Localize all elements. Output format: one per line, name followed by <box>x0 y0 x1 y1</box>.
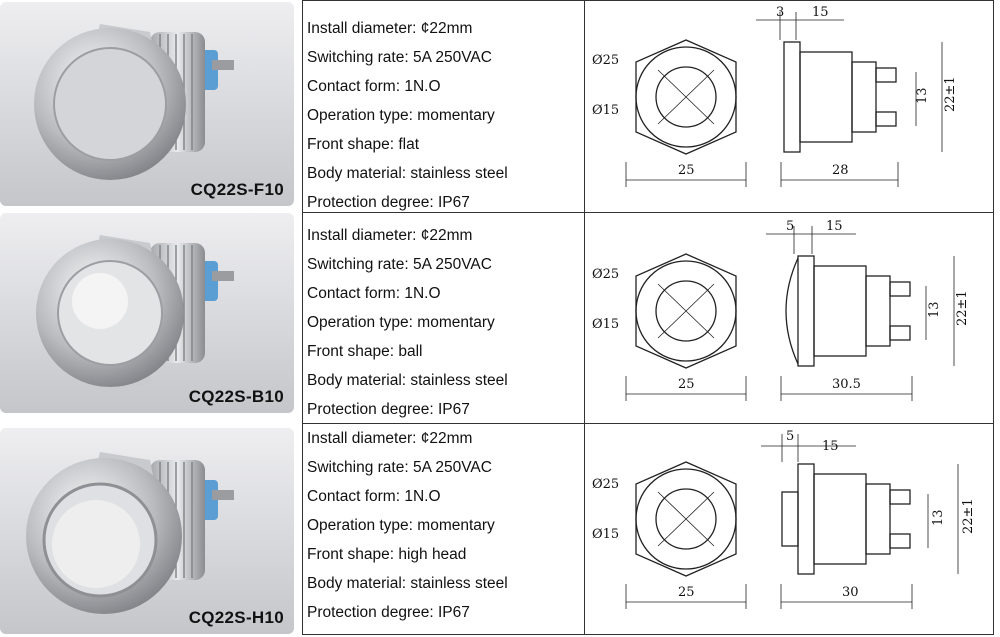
spec-switching-rate: Switching rate: 5A 250VAC <box>307 49 492 66</box>
dim-width: 25 <box>678 163 695 178</box>
dim-top-b: 15 <box>812 5 829 20</box>
spec-body-material: Body material: stainless steel <box>307 372 508 389</box>
dim-outer-diameter: Ø25 <box>592 267 619 282</box>
dimension-drawing: Ø25 Ø15 25 28 3 15 13 22±1 <box>592 5 958 187</box>
spec-contact-form: Contact form: 1N.O <box>307 78 441 95</box>
dim-inner-diameter: Ø15 <box>592 527 619 542</box>
dim-height-large: 22±1 <box>955 290 970 326</box>
dim-height-large: 22±1 <box>961 498 976 534</box>
spec-switching-rate: Switching rate: 5A 250VAC <box>307 256 492 273</box>
dim-top-a: 5 <box>786 429 794 444</box>
dim-length: 28 <box>832 163 849 178</box>
model-label: CQ22S-F10 <box>190 180 284 199</box>
model-label: CQ22S-H10 <box>188 608 284 627</box>
dim-top-b: 15 <box>826 219 843 234</box>
spec-front-shape: Front shape: high head <box>307 546 467 563</box>
spec-switching-rate: Switching rate: 5A 250VAC <box>307 459 492 476</box>
product-photo: CQ22S-F10 <box>0 2 294 206</box>
spec-table-frame <box>302 0 994 635</box>
spec-body-material: Body material: stainless steel <box>307 575 508 592</box>
push-button-image <box>26 452 234 614</box>
spec-operation-type: Operation type: momentary <box>307 517 495 534</box>
column-divider <box>584 0 585 635</box>
product-photo: CQ22S-B10 <box>0 213 294 413</box>
dim-height-small: 13 <box>915 87 930 104</box>
spec-contact-form: Contact form: 1N.O <box>307 488 441 505</box>
dim-height-large: 22±1 <box>943 76 958 112</box>
dim-length: 30 <box>842 585 859 600</box>
dim-inner-diameter: Ø15 <box>592 103 619 118</box>
spec-install-diameter: Install diameter: ¢22mm <box>307 20 473 37</box>
row-divider <box>302 423 994 424</box>
dim-width: 25 <box>678 377 695 392</box>
dimension-drawing: Ø25 Ø15 25 30.5 5 15 13 22±1 <box>592 219 970 401</box>
push-button-image <box>36 235 234 395</box>
spec-protection-degree: Protection degree: IP67 <box>307 604 470 621</box>
dim-outer-diameter: Ø25 <box>592 53 619 68</box>
dimension-drawing: Ø25 Ø15 25 30 5 15 13 22±1 <box>592 429 976 609</box>
spec-protection-degree: Protection degree: IP67 <box>307 401 470 418</box>
dim-height-small: 13 <box>931 509 946 526</box>
push-button-image <box>34 24 234 184</box>
dim-top-b: 15 <box>822 439 839 454</box>
dim-length: 30.5 <box>832 377 861 392</box>
spec-operation-type: Operation type: momentary <box>307 314 495 331</box>
dim-top-a: 3 <box>776 5 784 20</box>
spec-list: Install diameter: ¢22mm Switching rate: … <box>307 424 508 627</box>
spec-front-shape: Front shape: ball <box>307 343 423 360</box>
dim-top-a: 5 <box>786 219 794 234</box>
spec-front-shape: Front shape: flat <box>307 136 420 153</box>
dim-outer-diameter: Ø25 <box>592 477 619 492</box>
spec-list: Install diameter: ¢22mm Switching rate: … <box>307 221 508 424</box>
spec-install-diameter: Install diameter: ¢22mm <box>307 227 473 244</box>
spec-contact-form: Contact form: 1N.O <box>307 285 441 302</box>
dim-inner-diameter: Ø15 <box>592 317 619 332</box>
product-photo: CQ22S-H10 <box>0 428 294 634</box>
row-divider <box>302 212 994 213</box>
spec-install-diameter: Install diameter: ¢22mm <box>307 430 473 447</box>
spec-body-material: Body material: stainless steel <box>307 165 508 182</box>
dim-width: 25 <box>678 585 695 600</box>
spec-operation-type: Operation type: momentary <box>307 107 495 124</box>
spec-list: Install diameter: ¢22mm Switching rate: … <box>307 14 508 217</box>
model-label: CQ22S-B10 <box>188 387 284 406</box>
dim-height-small: 13 <box>927 301 942 318</box>
spec-protection-degree: Protection degree: IP67 <box>307 194 470 211</box>
